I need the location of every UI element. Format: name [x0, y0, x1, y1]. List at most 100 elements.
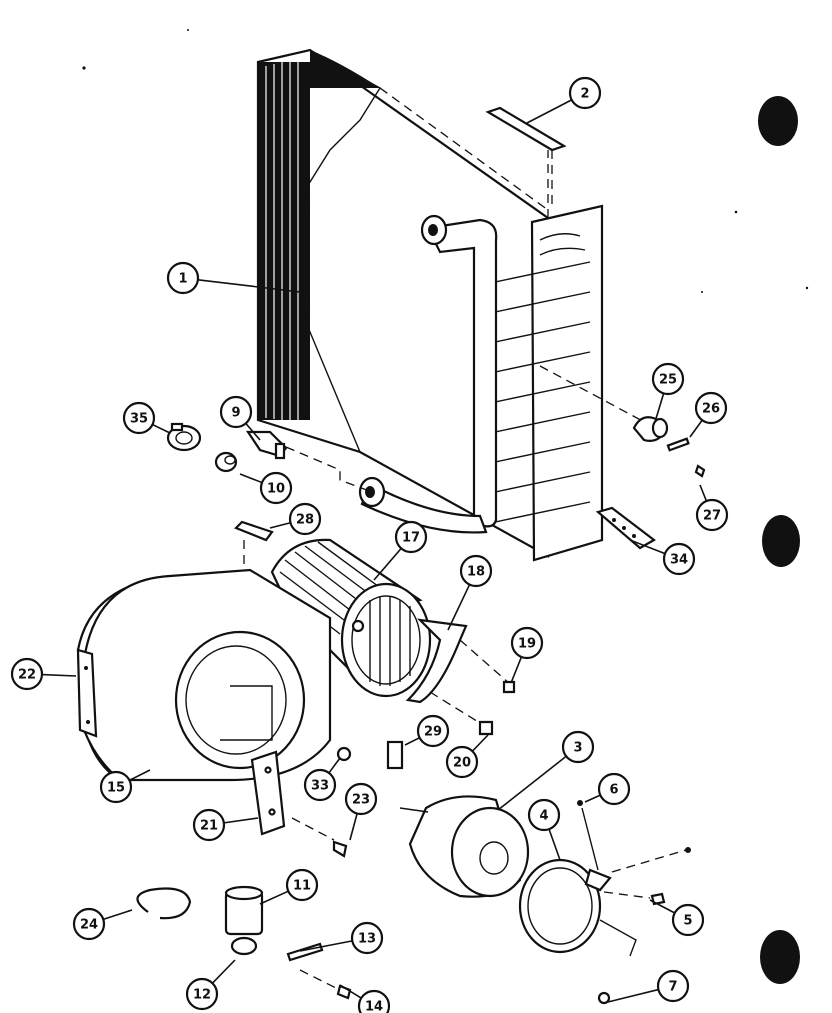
- leader-line-3: [497, 755, 567, 811]
- callout-35: 35: [122, 401, 156, 435]
- callout-number: 29: [424, 725, 442, 740]
- leader-line-25: [654, 393, 665, 423]
- leader-line-23: [349, 813, 358, 841]
- callout-22: 22: [10, 657, 44, 691]
- motor-band-4: [518, 849, 687, 957]
- callout-24: 24: [72, 907, 106, 941]
- top-bracket: [485, 106, 567, 205]
- leader-line-5: [649, 899, 676, 914]
- callout-28: 28: [288, 502, 322, 536]
- callout-34: 34: [662, 542, 696, 576]
- condenser-coil: [256, 48, 651, 562]
- callout-circle: [671, 903, 705, 937]
- callout-number: 6: [609, 783, 618, 798]
- callout-25: 25: [651, 362, 685, 396]
- screw-23: [291, 817, 348, 858]
- sleeve-and-fasteners: [632, 416, 706, 478]
- nut-33: [336, 746, 352, 762]
- callout-circle: [445, 745, 479, 779]
- callout-20: 20: [445, 745, 479, 779]
- callout-circle: [185, 977, 219, 1011]
- callout-circle: [568, 76, 602, 110]
- callout-6: 6: [597, 772, 631, 806]
- callout-19: 19: [510, 626, 544, 660]
- callout-number: 21: [200, 819, 218, 834]
- callout-10: 10: [259, 471, 293, 505]
- callout-number: 24: [80, 918, 98, 933]
- callout-circle: [510, 626, 544, 660]
- callout-29: 29: [416, 714, 450, 748]
- callout-11: 11: [285, 868, 319, 902]
- callout-circle: [10, 657, 44, 691]
- mount-bracket-21: [250, 750, 286, 836]
- callout-circle: [416, 714, 450, 748]
- callout-circle: [99, 770, 133, 804]
- callout-circle: [285, 868, 319, 902]
- callout-13: 13: [350, 921, 384, 955]
- leader-line-6: [584, 794, 601, 803]
- leader-line-33: [328, 757, 341, 774]
- callout-number: 33: [311, 779, 329, 794]
- callout-18: 18: [459, 554, 493, 588]
- callout-circle: [561, 730, 595, 764]
- callout-circle: [527, 798, 561, 832]
- callout-15: 15: [99, 770, 133, 804]
- leader-line-9: [245, 422, 261, 441]
- leader-line-19: [510, 656, 523, 684]
- callout-circle: [651, 362, 685, 396]
- leader-line-1: [197, 278, 301, 293]
- callout-circle: [192, 808, 226, 842]
- scan-specks: [82, 29, 809, 293]
- bolts-13-14: [286, 942, 352, 1000]
- callout-14: 14: [357, 989, 391, 1013]
- callout-number: 19: [518, 637, 536, 652]
- capacitor-11: [224, 885, 264, 956]
- leader-line-10: [239, 473, 263, 484]
- callout-number: 28: [296, 513, 314, 528]
- callout-17: 17: [394, 520, 428, 554]
- blower-housing: [76, 568, 332, 782]
- callout-23: 23: [344, 782, 378, 816]
- screws-19-20: [478, 680, 516, 736]
- callout-circle: [122, 401, 156, 435]
- leader-line-12: [211, 959, 236, 984]
- leader-lines: [41, 99, 708, 1003]
- shroud-bracket-18: [405, 618, 511, 729]
- callout-number: 20: [453, 756, 471, 771]
- callout-number: 15: [107, 781, 125, 796]
- callout-5: 5: [671, 903, 705, 937]
- cap-10: [214, 451, 238, 473]
- clip-ring-24: [136, 887, 192, 920]
- leader-line-35: [152, 423, 171, 434]
- plate-28: [234, 520, 274, 575]
- callout-number: 34: [670, 553, 688, 568]
- callout-2: 2: [568, 76, 602, 110]
- callout-circle: [394, 520, 428, 554]
- leader-line-15: [129, 769, 151, 782]
- leader-line-2: [526, 99, 573, 124]
- callout-circle: [656, 969, 690, 1003]
- callout-circle: [597, 772, 631, 806]
- callout-number: 35: [130, 412, 148, 427]
- callout-circle: [662, 542, 696, 576]
- callout-number: 2: [580, 87, 589, 102]
- callout-number: 26: [702, 402, 720, 417]
- callout-number: 5: [683, 914, 692, 929]
- callout-circle: [303, 768, 337, 802]
- leader-line-24: [103, 909, 133, 921]
- leader-line-27: [699, 484, 708, 502]
- callout-number: 22: [18, 668, 36, 683]
- blower-wheel: [270, 538, 432, 698]
- leader-line-29: [404, 736, 420, 746]
- callout-circle: [259, 471, 293, 505]
- callout-number: 10: [267, 482, 285, 497]
- leader-line-28: [269, 521, 291, 529]
- callout-circle: [695, 498, 729, 532]
- callout-number: 17: [402, 531, 420, 546]
- base-bracket: [595, 506, 656, 550]
- callout-circle: [357, 989, 391, 1013]
- callout-circle: [694, 391, 728, 425]
- callout-circle: [219, 395, 253, 429]
- leader-line-22: [41, 673, 77, 677]
